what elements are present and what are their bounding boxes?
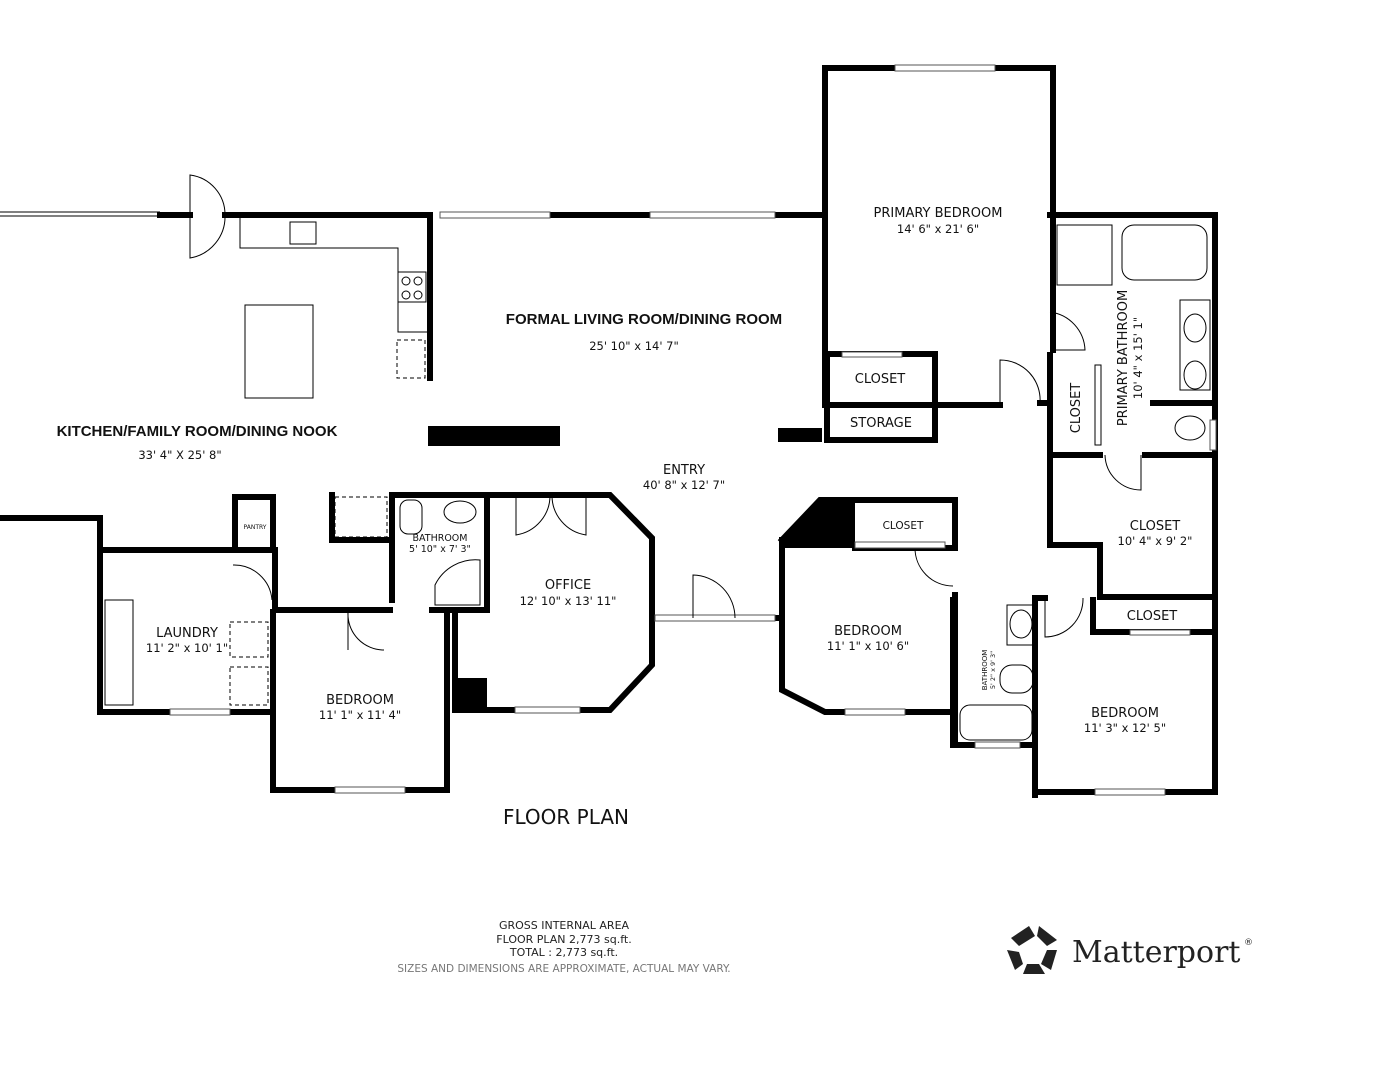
registered-mark: ® <box>1244 938 1253 948</box>
room-dims-bedroom: 11' 1" x 11' 4" <box>319 708 401 722</box>
room-name-closet: CLOSET <box>855 372 906 387</box>
room-dims-office: 12' 10" x 13' 11" <box>520 594 617 608</box>
footer-line-3: TOTAL : 2,773 sq.ft. <box>509 946 618 959</box>
room-dims-bathroom: 5' 2" x 9' 3" <box>989 651 997 689</box>
room-name-bathroom: BATHROOM <box>413 533 468 544</box>
room-dims-primary-bedroom: 14' 6" x 21' 6" <box>897 222 979 236</box>
room-name-kitchen: KITCHEN/FAMILY ROOM/DINING NOOK <box>57 423 338 440</box>
matterport-logo-icon <box>1007 926 1057 974</box>
room-name-closet: CLOSET <box>1130 519 1181 534</box>
footer-disclaimer: SIZES AND DIMENSIONS ARE APPROXIMATE, AC… <box>397 963 730 975</box>
room-name-primary-bedroom: PRIMARY BEDROOM <box>874 206 1003 221</box>
room-name-pantry: PANTRY <box>244 524 267 531</box>
room-name-laundry: LAUNDRY <box>156 626 218 641</box>
solid-fills <box>428 426 855 712</box>
room-name-bedroom: BEDROOM <box>326 693 394 708</box>
room-name-closet: CLOSET <box>1069 383 1084 434</box>
room-name-storage: STORAGE <box>850 416 912 431</box>
footer-line-1: GROSS INTERNAL AREA <box>499 919 630 932</box>
windows <box>169 64 1217 796</box>
room-dims-bedroom: 11' 1" x 10' 6" <box>827 639 909 653</box>
room-name-bedroom: BEDROOM <box>834 624 902 639</box>
room-dims-primary-bathroom: 10' 4" x 15' 1" <box>1131 317 1145 399</box>
doors <box>189 174 1142 651</box>
matterport-logo-text: Matterport <box>1072 935 1240 970</box>
footer-line-2: FLOOR PLAN 2,773 sq.ft. <box>496 933 631 946</box>
fixtures <box>104 218 1211 741</box>
room-dims-kitchen: 33' 4" X 25' 8" <box>138 448 221 462</box>
room-dims-bedroom: 11' 3" x 12' 5" <box>1084 721 1166 735</box>
room-name-bathroom: BATHROOM <box>981 650 989 691</box>
room-name-closet: CLOSET <box>1127 609 1178 624</box>
room-name-primary-bathroom: PRIMARY BATHROOM <box>1116 290 1131 426</box>
room-name-office: OFFICE <box>545 578 591 593</box>
room-name-bedroom: BEDROOM <box>1091 706 1159 721</box>
plan-title: FLOOR PLAN <box>503 805 629 829</box>
room-name-living: FORMAL LIVING ROOM/DINING ROOM <box>506 311 782 328</box>
room-dims-closet: 10' 4" x 9' 2" <box>1118 534 1193 548</box>
room-dims-entry: 40' 8" x 12' 7" <box>643 478 725 492</box>
matterport-logo: Matterport ® <box>1007 926 1253 974</box>
room-name-entry: ENTRY <box>663 463 705 478</box>
room-dims-living: 25' 10" x 14' 7" <box>589 339 679 353</box>
room-dims-bathroom: 5' 10" x 7' 3" <box>409 544 471 555</box>
room-dims-laundry: 11' 2" x 10' 1" <box>146 641 228 655</box>
room-name-closet: CLOSET <box>883 520 924 532</box>
